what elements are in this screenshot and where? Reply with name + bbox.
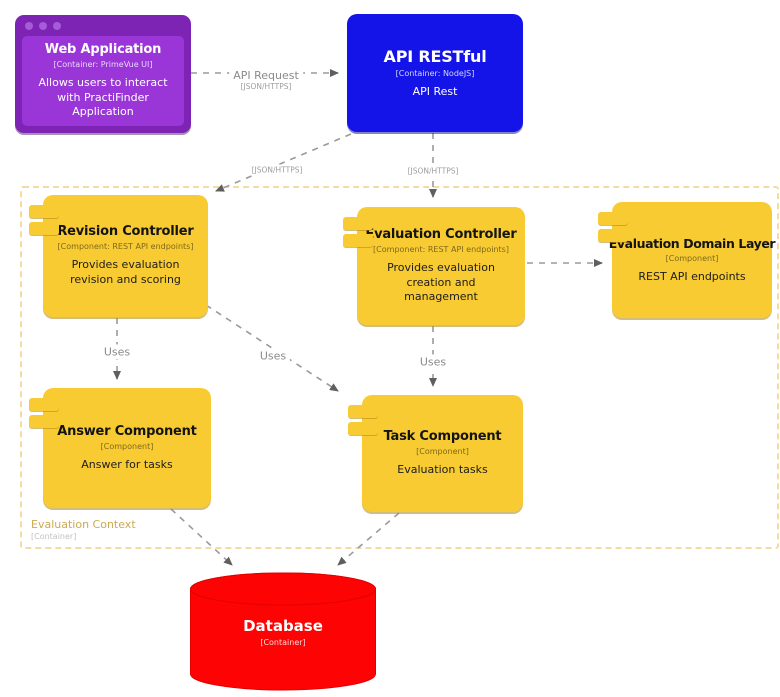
component-tab-icon [29,415,59,428]
node-meta: [Component] [665,253,719,263]
database-cylinder-icon [190,572,376,691]
node-meta: [Component: REST API endpoints] [57,242,194,252]
component-tab-icon [29,398,59,411]
node-title: Database [243,617,323,635]
browser-dot-icon [39,21,47,30]
component-icon [343,217,373,247]
node-title: Evaluation Controller [365,226,517,242]
node-web-application[interactable]: Web Application [Container: PrimeVue UI]… [15,15,191,133]
node-meta: [Container: NodeJS] [395,68,475,78]
edge-label-text: Uses [103,345,131,359]
edge-label-json-https-center: [JSON/HTTPS] [403,165,463,177]
component-tab-icon [598,212,628,225]
node-meta: [Component: REST API endpoints] [373,244,509,254]
node-title: API RESTful [383,46,487,66]
component-tab-icon [348,405,378,418]
node-meta: [Component] [416,447,469,457]
component-icon [598,212,628,242]
boundary-title: Evaluation Context [31,518,136,532]
browser-dot-icon [53,21,61,30]
component-icon [29,398,59,428]
edge-label-meta: [JSON/HTTPS] [407,166,459,176]
node-description: Provides evaluation creation and managem… [387,260,495,304]
node-description: Allows users to interact with PractiFind… [38,75,168,119]
edge-label-uses-left: Uses [99,344,135,360]
node-title: Evaluation Domain Layer [608,235,776,251]
node-description: Evaluation tasks [397,463,488,477]
edge-label-uses-middle: Uses [255,348,291,364]
node-database[interactable]: Database [Container] [190,572,376,692]
connector-api-to-revision [215,133,352,192]
node-description: REST API endpoints [638,269,746,283]
edge-label-text: Uses [259,349,287,363]
component-icon [29,205,59,235]
node-description: API Rest [412,84,458,98]
node-evaluation-domain-layer[interactable]: Evaluation Domain Layer [Component] REST… [598,202,776,318]
edge-label-json-https-left: [JSON/HTTPS] [247,164,307,176]
node-evaluation-controller[interactable]: Evaluation Controller [Component: REST A… [343,207,525,325]
browser-viewport: Web Application [Container: PrimeVue UI]… [22,36,184,126]
node-answer-component[interactable]: Answer Component [Component] Answer for … [29,388,211,508]
node-revision-controller[interactable]: Revision Controller [Component: REST API… [29,195,208,317]
node-meta: [Component] [100,441,154,451]
edge-label-meta: [JSON/HTTPS] [240,82,292,92]
node-meta: [Container: PrimeVue UI] [53,59,153,69]
node-api-restful[interactable]: API RESTful [Container: NodeJS] API Rest [347,14,523,132]
browser-dot-icon [25,21,33,30]
node-meta: [Container] [260,638,306,647]
edge-label-text: API Request [233,68,299,82]
node-description: Answer for tasks [81,457,173,471]
component-tab-icon [348,422,378,435]
node-task-component[interactable]: Task Component [Component] Evaluation ta… [348,395,523,512]
node-title: Web Application [44,41,162,57]
component-tab-icon [343,217,373,230]
component-tab-icon [343,234,373,247]
node-title: Revision Controller [57,224,194,240]
node-title: Answer Component [57,423,197,439]
component-tab-icon [29,205,59,218]
boundary-meta: [Container] [31,532,77,541]
edge-label-meta: [JSON/HTTPS] [251,165,303,175]
node-title: Task Component [383,429,502,445]
node-description: Provides evaluation revision and scoring [70,258,181,286]
component-tab-icon [598,229,628,242]
edge-label-uses-right: Uses [415,354,451,370]
component-tab-icon [29,222,59,235]
edge-label-text: Uses [419,355,447,369]
component-icon [348,405,378,435]
edge-label-api-request: API Request [JSON/HTTPS] [229,67,303,93]
browser-chrome [15,15,191,36]
